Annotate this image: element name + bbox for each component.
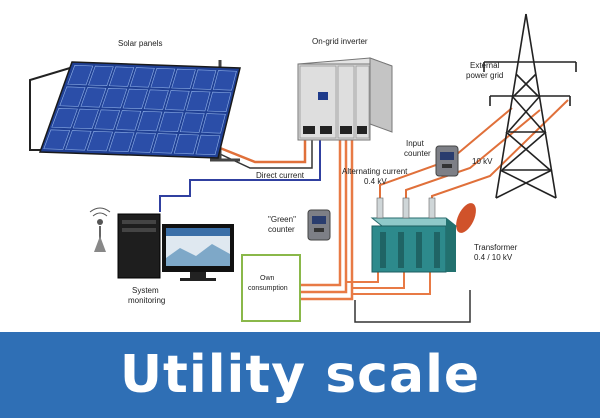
inverter-vent-1: [303, 126, 315, 134]
solar-cell: [179, 112, 205, 133]
solar-cell: [101, 88, 128, 109]
solar-cell: [43, 129, 71, 150]
green-counter-meter: [307, 209, 331, 241]
label-voltage-10kv: 10 kV: [472, 157, 493, 166]
transformer-side: [446, 218, 456, 272]
label-own-consumption-2: consumption: [248, 285, 288, 292]
ac-wire-transformer-3: [352, 265, 431, 295]
ac-wire-3: [300, 140, 354, 301]
solar-cell: [67, 65, 94, 86]
ac-wire-1: [300, 140, 342, 287]
solar-cell: [195, 134, 221, 155]
label-transformer-2: 0.4 / 10 kV: [474, 253, 513, 262]
label-solar-panels: Solar panels: [118, 39, 162, 48]
label-green-counter-2: counter: [268, 225, 295, 234]
inverter-display: [318, 92, 328, 100]
inverter-vent-4: [357, 126, 367, 134]
solar-cell: [115, 110, 142, 131]
inverter-vent-2: [320, 126, 332, 134]
transformer-tank: [456, 203, 476, 233]
transformer-insulators: [376, 197, 436, 219]
solar-cell: [192, 69, 217, 90]
solar-cell: [122, 88, 148, 109]
solar-cell: [72, 108, 99, 129]
label-inverter: On-grid inverter: [312, 37, 368, 46]
label-input-counter-1: Input: [406, 139, 425, 148]
transformer-top: [370, 217, 458, 227]
label-alternating-current-1: Alternating current: [342, 167, 408, 176]
solar-cell: [143, 89, 169, 110]
ground-wire: [354, 290, 471, 323]
label-own-consumption-1: Own: [260, 275, 275, 282]
label-external-grid-2: power grid: [466, 71, 503, 80]
title-banner: Utility scale: [0, 332, 600, 418]
label-direct-current: Direct current: [256, 171, 305, 180]
monitor-wire: [159, 140, 321, 212]
inverter-cabinet-3: [355, 65, 370, 139]
label-system-monitoring-2: monitoring: [128, 296, 165, 305]
label-external-grid-1: External: [470, 61, 500, 70]
solar-cell: [130, 132, 156, 153]
own-consumption-box: [241, 254, 301, 322]
solar-cell: [129, 67, 155, 88]
solar-cell: [65, 130, 92, 151]
inverter-side: [369, 57, 393, 133]
inverter-vent-3: [340, 126, 352, 134]
solar-cell: [185, 91, 211, 112]
solar-cell: [164, 90, 190, 111]
solar-cell: [80, 87, 107, 108]
solar-cell: [59, 86, 86, 107]
solar-cell: [150, 68, 176, 89]
label-input-counter-2: counter: [404, 149, 431, 158]
label-alternating-current-2: 0.4 kV: [364, 177, 387, 186]
computer-tower: [117, 213, 161, 279]
dc-wire-black: [29, 67, 71, 151]
hv-wire-1: [379, 107, 513, 205]
inverter-cabinet: [297, 57, 393, 141]
power-pylon: [483, 13, 577, 199]
solar-cell: [212, 70, 237, 91]
banner-title: Utility scale: [119, 345, 481, 405]
solar-cell: [173, 134, 199, 155]
monitoring-computer: [89, 207, 234, 281]
solar-cell: [152, 133, 178, 154]
input-counter-meter: [435, 145, 459, 177]
ac-wire-transformer-2: [352, 265, 405, 289]
wires: [29, 67, 569, 323]
solar-cell: [207, 91, 232, 112]
solar-cell: [108, 66, 135, 87]
solar-panel-array: [38, 60, 241, 162]
solar-cell: [158, 111, 184, 132]
solar-cell: [171, 68, 196, 89]
solar-cell: [108, 131, 135, 152]
antenna-icon: [89, 207, 111, 252]
label-transformer-1: Transformer: [474, 243, 518, 252]
solar-system-schematic: Solar panels On-grid inverter External p…: [29, 13, 577, 323]
solar-cell: [51, 108, 78, 129]
solar-cell: [137, 111, 163, 132]
solar-cell: [86, 131, 114, 152]
dc-wire-to-inverter: [219, 140, 307, 164]
solar-cell: [88, 65, 114, 86]
transformer: [370, 197, 476, 273]
solar-cell: [94, 109, 121, 130]
ac-wire-2: [300, 140, 348, 294]
solar-cell: [201, 113, 226, 134]
inverter-cabinet-2: [337, 65, 355, 139]
solar-panel-cells: [43, 65, 237, 155]
label-system-monitoring-1: System: [132, 286, 159, 295]
label-green-counter-1: "Green": [268, 215, 296, 224]
